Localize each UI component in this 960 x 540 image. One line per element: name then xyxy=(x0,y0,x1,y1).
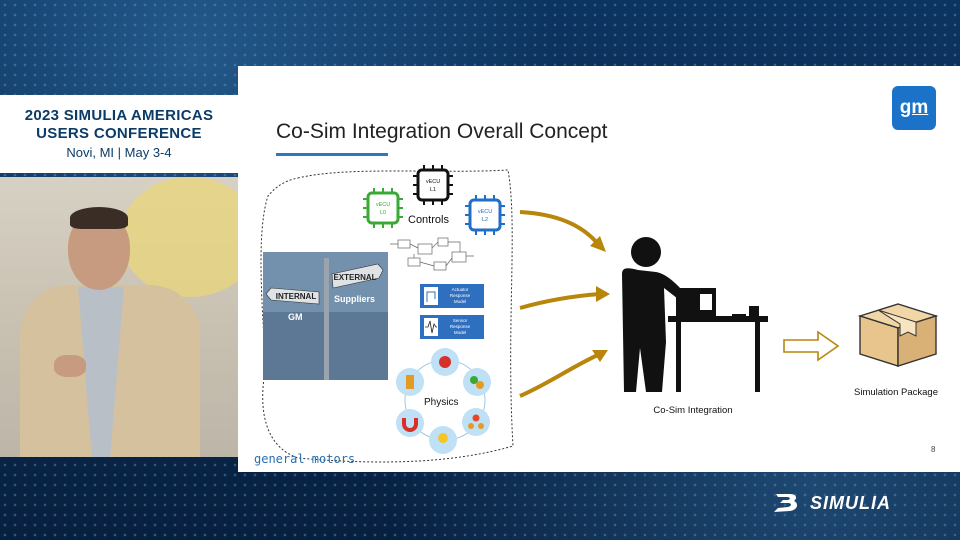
title-underline xyxy=(276,153,388,156)
vecu-l0-line2: L0 xyxy=(380,210,386,216)
package-arrow xyxy=(783,330,840,362)
controls-label: Controls xyxy=(408,214,449,226)
vecu-l2-chip-icon: vECU L2 xyxy=(465,195,505,235)
vecu-l2-line2: L2 xyxy=(482,217,488,223)
magnet-icon xyxy=(396,409,424,437)
vecu-l2-line1: vECU xyxy=(478,209,492,215)
sensor-model-line3: Model xyxy=(454,330,466,335)
flow-arrows xyxy=(519,210,601,398)
physics-icon-ring: Physics xyxy=(396,348,491,454)
actuator-model-line2: Response xyxy=(450,293,471,298)
actuator-model-line3: Model xyxy=(454,299,466,304)
conference-title-line2: USERS CONFERENCE xyxy=(36,125,202,142)
vecu-l0-chip-icon: vECU L0 xyxy=(363,188,403,228)
simulia-wordmark: SIMULIA xyxy=(810,492,891,513)
speaker-hand xyxy=(54,355,86,377)
arrow-controls xyxy=(519,210,600,246)
simulia-brand: SIMULIA xyxy=(772,490,891,516)
actuator-response-model-box: Actuator Response Model xyxy=(420,284,484,308)
physics-label: Physics xyxy=(424,397,458,408)
co-sim-integration-person-icon xyxy=(622,237,768,392)
arrow-heads xyxy=(590,236,610,362)
3ds-logo-icon xyxy=(774,494,798,512)
actuator-model-line1: Actuator xyxy=(452,287,469,292)
conference-subtitle: Novi, MI | May 3-4 xyxy=(66,145,172,160)
internal-external-signpost-image: INTERNAL EXTERNAL GM Suppliers xyxy=(263,252,388,380)
apple-gravity-icon xyxy=(431,348,459,376)
gm-logo-icon: gm xyxy=(892,86,936,130)
co-sim-integration-label: Co-Sim Integration xyxy=(653,405,732,416)
arrow-physics xyxy=(519,352,601,398)
sensor-response-model-box: Sensor Response Model xyxy=(420,315,484,339)
battery-icon xyxy=(396,368,424,396)
backdrop-shape xyxy=(120,177,238,297)
sign-gm-label: GM xyxy=(288,312,303,322)
speaker-video xyxy=(0,177,238,457)
atom-molecule-icon xyxy=(462,408,490,436)
presentation-slide: Co-Sim Integration Overall Concept gm vE… xyxy=(238,66,960,472)
slide-title: Co-Sim Integration Overall Concept xyxy=(276,120,608,143)
molecule-gears-icon xyxy=(463,368,491,396)
control-block-diagram-icon xyxy=(390,237,474,271)
arrow-models xyxy=(519,292,601,310)
lightbulb-icon xyxy=(429,426,457,454)
vecu-l1-line2: L1 xyxy=(430,187,436,193)
vecu-l1-line1: vECU xyxy=(426,179,440,185)
sign-external-text: EXTERNAL xyxy=(333,273,376,282)
simulation-package-box-icon xyxy=(857,303,939,367)
gm-logo-text: gm xyxy=(899,97,929,118)
simulation-package-label: Simulation Package xyxy=(854,387,938,398)
conference-banner: 2023 SIMULIA AMERICAS USERS CONFERENCE N… xyxy=(0,95,238,173)
concept-diagram: vECU L0 vECU L1 vECU L2 Con xyxy=(260,165,939,463)
slide-page-number: 8 xyxy=(931,445,936,454)
dashed-boundary xyxy=(260,169,514,463)
vecu-l0-line1: vECU xyxy=(376,202,390,208)
sensor-model-line2: Response xyxy=(450,324,471,329)
sign-suppliers-label: Suppliers xyxy=(334,294,375,304)
general-motors-footer: general motors xyxy=(254,452,356,466)
sensor-model-line1: Sensor xyxy=(453,318,468,323)
speaker-hair xyxy=(70,207,128,229)
vecu-l1-chip-icon: vECU L1 xyxy=(413,165,453,205)
conference-title-line1: 2023 SIMULIA AMERICAS xyxy=(24,107,214,124)
sign-internal-text: INTERNAL xyxy=(276,292,317,301)
